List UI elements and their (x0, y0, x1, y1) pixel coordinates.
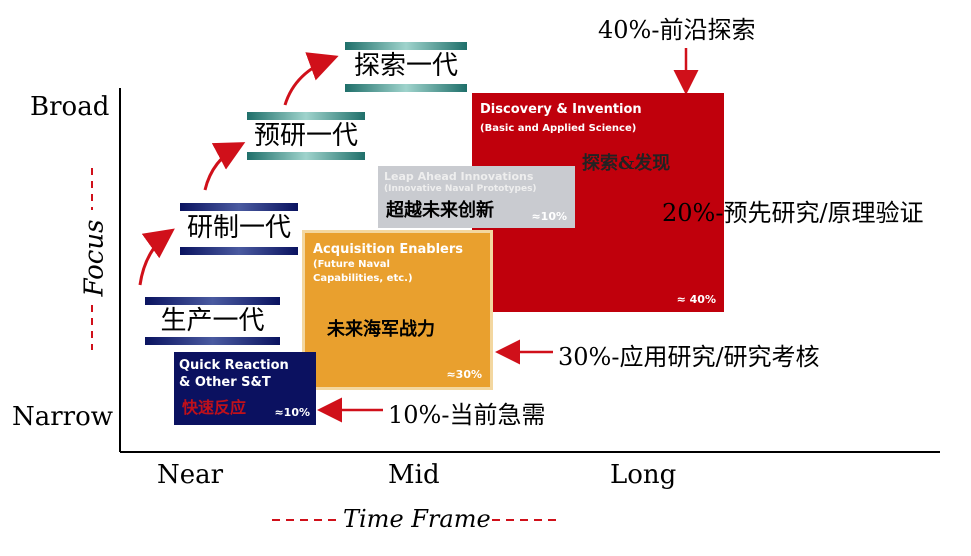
y-axis-title: Focus (79, 219, 110, 297)
box-title: Acquisition Enablers (313, 242, 463, 257)
box-subtitle: (Innovative Naval Prototypes) (384, 184, 537, 194)
x-axis-title: Time Frame (343, 505, 491, 533)
box-cn: 探索&发现 (582, 153, 671, 174)
box-cn: 超越未来创新 (386, 200, 494, 221)
box-pct: ≈30% (446, 368, 482, 381)
gen-label: 研制一代 (186, 213, 291, 243)
box-title: Leap Ahead Innovations (384, 170, 534, 183)
gen-label: 生产一代 (160, 306, 265, 336)
box-subtitle: (Future Naval Capabilities, etc.) (313, 259, 413, 284)
box-leap-ahead: Leap Ahead Innovations (Innovative Naval… (378, 166, 575, 228)
gen-label: 预研一代 (253, 121, 358, 151)
generation-development: 研制一代 (180, 203, 298, 255)
x-tick-mid: Mid (388, 460, 440, 490)
box-quick-reaction: Quick Reaction & Other S&T 快速反应 ≈10% (174, 352, 316, 425)
box-title-2: & Other S&T (179, 375, 271, 390)
y-bottom-label: Narrow (12, 402, 114, 432)
box-pct: ≈10% (531, 210, 567, 223)
note-30: 30%-应用研究/研究考核 (558, 343, 820, 371)
box-pct: ≈ 40% (676, 293, 716, 306)
generation-production: 生产一代 (145, 297, 280, 345)
note-10: 10%-当前急需 (388, 401, 546, 429)
box-title: Discovery & Invention (480, 102, 642, 117)
arrow-gen2 (203, 142, 246, 191)
box-subtitle: (Basic and Applied Science) (480, 123, 637, 134)
generation-exploration: 探索一代 (345, 42, 467, 92)
box-cn: 快速反应 (182, 398, 247, 417)
arrow-gen1 (138, 228, 175, 286)
y-top-label: Broad (30, 92, 110, 122)
box-pct: ≈10% (274, 406, 310, 419)
generation-preresearch: 预研一代 (247, 112, 365, 160)
arrow-gen3 (283, 52, 339, 106)
note-40: 40%-前沿探索 (598, 16, 756, 44)
note-20: 20%-预先研究/原理验证 (662, 199, 924, 227)
x-tick-long: Long (610, 460, 677, 490)
box-title: Quick Reaction (179, 358, 289, 373)
x-tick-near: Near (157, 460, 224, 490)
gen-label: 探索一代 (353, 51, 458, 81)
box-cn: 未来海军战力 (327, 319, 435, 340)
box-acquisition: Acquisition Enablers (Future Naval Capab… (302, 230, 493, 390)
